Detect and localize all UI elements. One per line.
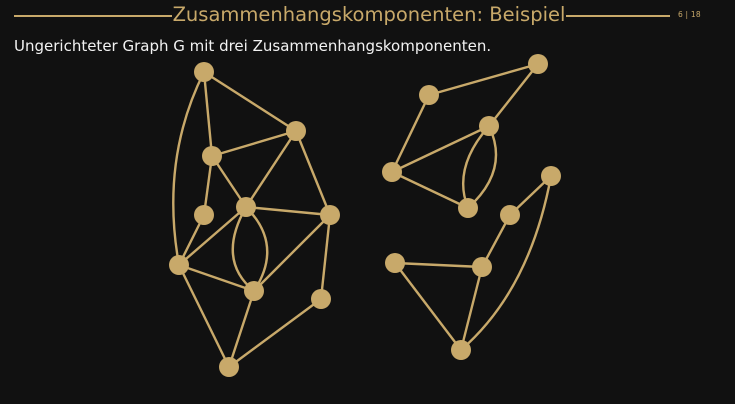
graph-node [472, 257, 492, 277]
edge [461, 125, 490, 209]
graph-node [385, 253, 405, 273]
graph-node [320, 205, 340, 225]
edge [245, 206, 269, 292]
edge [391, 170, 469, 210]
slide-title: Zusammenhangskomponenten: Beispiel [172, 3, 566, 26]
graph-node [169, 255, 189, 275]
graph-node [500, 205, 520, 225]
edge [211, 155, 247, 208]
edge [178, 263, 255, 293]
graph-node [194, 62, 214, 82]
edge [460, 175, 553, 351]
edge [244, 130, 298, 208]
edge [202, 71, 214, 157]
edge [231, 206, 255, 292]
component-3 [385, 166, 561, 360]
edge [294, 130, 332, 216]
edge [394, 262, 462, 351]
graph-node [419, 85, 439, 105]
component-1 [169, 62, 340, 377]
edge [391, 124, 490, 174]
edge [488, 63, 539, 127]
edge [459, 266, 484, 351]
graph-node [479, 116, 499, 136]
graph-node [382, 162, 402, 182]
edge [172, 71, 206, 266]
graph-node [528, 54, 548, 74]
component-2-nodes [382, 54, 548, 218]
edge [467, 125, 498, 209]
edge [390, 94, 431, 173]
graph-node [451, 340, 471, 360]
edge [245, 205, 331, 217]
header-rule-left [14, 15, 172, 17]
edge [178, 206, 247, 266]
slide-subtitle: Ungerichteter Graph G mit drei Zusammenh… [14, 37, 492, 55]
edge [253, 214, 331, 292]
edge [211, 129, 297, 158]
page-number: 6 | 18 [678, 10, 701, 19]
graph-node [541, 166, 561, 186]
graph-node [244, 281, 264, 301]
component-2-edges [390, 62, 539, 210]
edge [227, 290, 256, 368]
edge [394, 261, 483, 269]
header-rule-right [566, 15, 670, 17]
graph-node [458, 198, 478, 218]
graph-node [194, 205, 214, 225]
slide-header: Zusammenhangskomponenten: Beispiel 6 | 1… [0, 0, 735, 32]
graph-node [311, 289, 331, 309]
edge [177, 264, 231, 368]
graph-node [202, 146, 222, 166]
edge [428, 62, 539, 97]
component-1-nodes [169, 62, 340, 377]
component-3-nodes [385, 166, 561, 360]
component-2 [382, 54, 548, 218]
edge [228, 298, 322, 368]
edge [319, 214, 332, 300]
graph-node [236, 197, 256, 217]
graph-node [219, 357, 239, 377]
graph-node [286, 121, 306, 141]
edge [203, 70, 297, 133]
